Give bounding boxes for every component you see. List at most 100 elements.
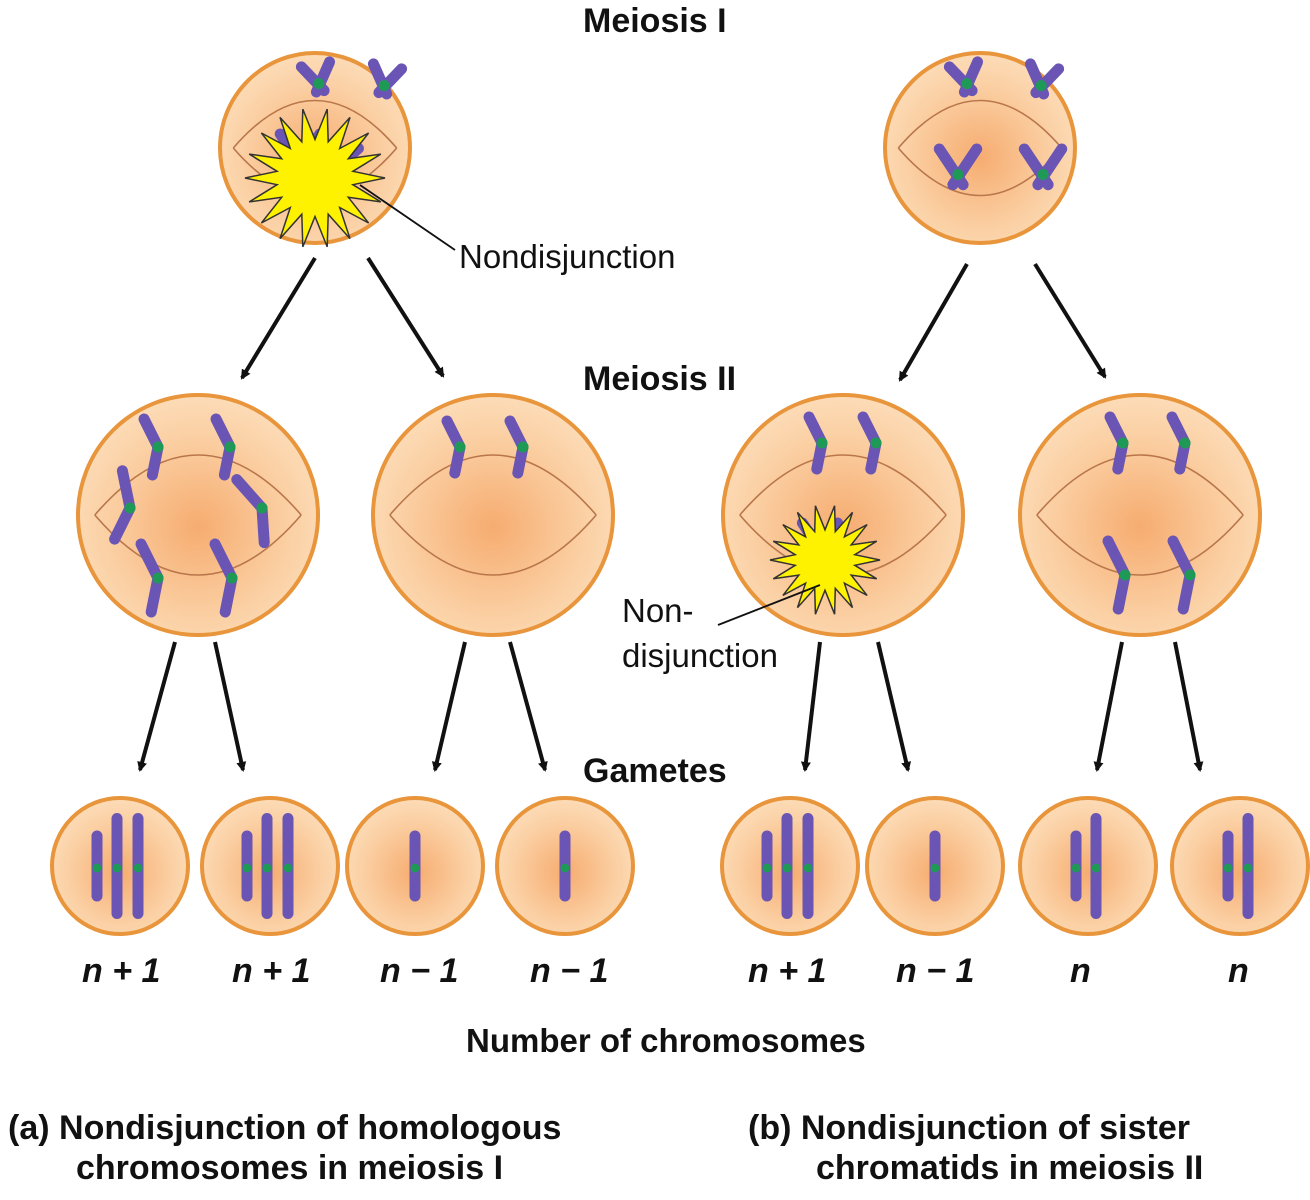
gamete-5-chrom-1 [761,830,773,902]
panel-b-tag: (b) [748,1109,792,1147]
panel-a-tag: (a) [8,1109,50,1147]
arrow-m2a1-left [137,641,177,772]
arrow-m2a2-right [508,641,548,772]
panel-b-caption: (b) Nondisjunction of sister chromatids … [748,1108,1203,1188]
chromosome-count-axis-label: Number of chromosomes [466,1022,866,1059]
panel-a-caption: (a) Nondisjunction of homologous chromos… [8,1108,561,1188]
chrom-m2b2-1 [1104,411,1129,475]
callout-lines-layer [359,184,821,626]
cell-meiosis2-a1-spindle-bottom [94,514,302,576]
nondisjunction-burst-b [769,505,881,615]
chrom-m2b1-2 [857,411,882,475]
cell-meiosis2-b1 [721,393,965,637]
panel-a-line2: chromosomes in meiosis I [76,1149,504,1187]
gamete-count-3: n − 1 [380,952,459,990]
gamete-1-chrom-2 [111,813,123,919]
cell-meiosis2-a2 [371,393,615,637]
arrow-m2b1-left [800,641,822,772]
gamete-count-8: n [1228,952,1249,990]
cell-meiosis2-b1-membrane [721,393,965,637]
gamete-count-2: n + 1 [232,952,311,990]
arrow-m1b-right [1033,262,1107,379]
gamete-5-chrom-2 [781,813,793,919]
chrom-m2a2-2 [504,415,529,479]
arrow-m1a-right [366,256,445,378]
cell-meiosis2-a1 [76,393,320,637]
cell-meiosis2-b1-spindle-top [739,454,947,516]
chrom-m1b-bottom-left [933,143,983,191]
arrow-m2a1-right [213,641,247,772]
chrom-m1b-top-right [1024,58,1065,100]
gamete-4-chrom-1 [559,830,571,902]
gamete-2-chrom-3 [282,813,294,919]
callout-line-a [359,184,456,251]
gamete-count-7: n [1070,952,1091,990]
gamete-2-chrom-2 [261,813,273,919]
arrow-m1a-left [240,256,317,380]
gamete-cell-8-membrane [1170,796,1310,936]
gamete-8-chrom-1 [1222,830,1234,902]
chrom-m2b2-4 [1167,535,1196,615]
chrom-m2b2-3 [1102,535,1131,615]
arrow-m2b2-right [1173,641,1204,772]
gamete-7-chrom-1 [1070,830,1082,902]
chrom-m2a1-1 [138,413,164,481]
gamete-count-1: n + 1 [82,952,161,990]
cell-meiosis2-a2-membrane [371,393,615,637]
arrow-m2b2-left [1093,641,1124,772]
panel-b-line1: Nondisjunction of sister [800,1109,1190,1147]
chrom-m2a1-4 [231,474,270,549]
gamete-count-6: n − 1 [896,952,975,990]
gamete-2-chrom-1 [241,830,253,902]
gametes-label: Gametes [583,752,727,790]
cell-meiosis2-a2-spindle-top [389,454,597,516]
arrows-layer [137,256,1204,772]
gamete-6-chrom-1 [929,830,941,902]
cell-meiosis2-b2-spindle-top [1036,454,1244,516]
panel-a-line1: Nondisjunction of homologous [59,1109,562,1147]
arrow-m2b1-right [876,641,912,772]
cell-meiosis2-a1-membrane [76,393,320,637]
chrom-m2a2-1 [441,415,466,479]
gamete-count-4: n − 1 [530,952,609,990]
nondisjunction-label-b-line1: Non- [622,592,694,629]
cell-meiosis2-b2-spindle-bottom [1036,514,1244,576]
chrom-m1b-bottom-right [1018,143,1068,191]
cell-meiosis2-b2-membrane [1018,393,1262,637]
cells-layer [50,51,1310,936]
gamete-cell-8 [1170,796,1310,936]
chrom-m1b-top-left [943,56,984,98]
chrom-m2a1-5 [135,538,164,618]
cell-meiosis2-a2-spindle-bottom [389,514,597,576]
meiosis-2-label: Meiosis II [583,360,737,398]
nondisjunction-label-a: Nondisjunction [459,238,676,275]
cell-meiosis2-b2 [1018,393,1262,637]
chrom-m1a-top-left [295,56,336,98]
gamete-count-5: n + 1 [748,952,827,990]
cell-meiosis1-b-spindle-top [897,99,1063,149]
callout-line-b [717,584,821,626]
chrom-m2b2-2 [1166,411,1191,475]
bursts-layer [244,108,881,615]
chrom-m2b1-1 [803,411,828,475]
gamete-1-chrom-1 [91,830,103,902]
gamete-3-chrom-1 [409,830,421,902]
arrow-m2a2-left [431,641,467,772]
gamete-cell-7 [1018,796,1158,936]
gamete-7-chrom-2 [1090,813,1102,919]
gamete-1-chrom-3 [132,813,144,919]
meiosis-1-label: Meiosis I [583,2,727,40]
cell-meiosis1-a-spindle-top [232,99,398,149]
panel-b-line2: chromatids in meiosis II [816,1149,1204,1187]
nondisjunction-label-b-line2: disjunction [622,637,778,674]
gamete-cell-7-membrane [1018,796,1158,936]
arrow-m1b-left [898,262,969,382]
nondisjunction-burst-a [244,108,386,248]
chrom-m2a1-3 [109,465,136,545]
chrom-m2a1-6 [209,538,238,618]
chrom-m2a1-2 [210,413,236,481]
chrom-m1a-top-right [367,58,408,100]
gamete-5-chrom-3 [802,813,814,919]
